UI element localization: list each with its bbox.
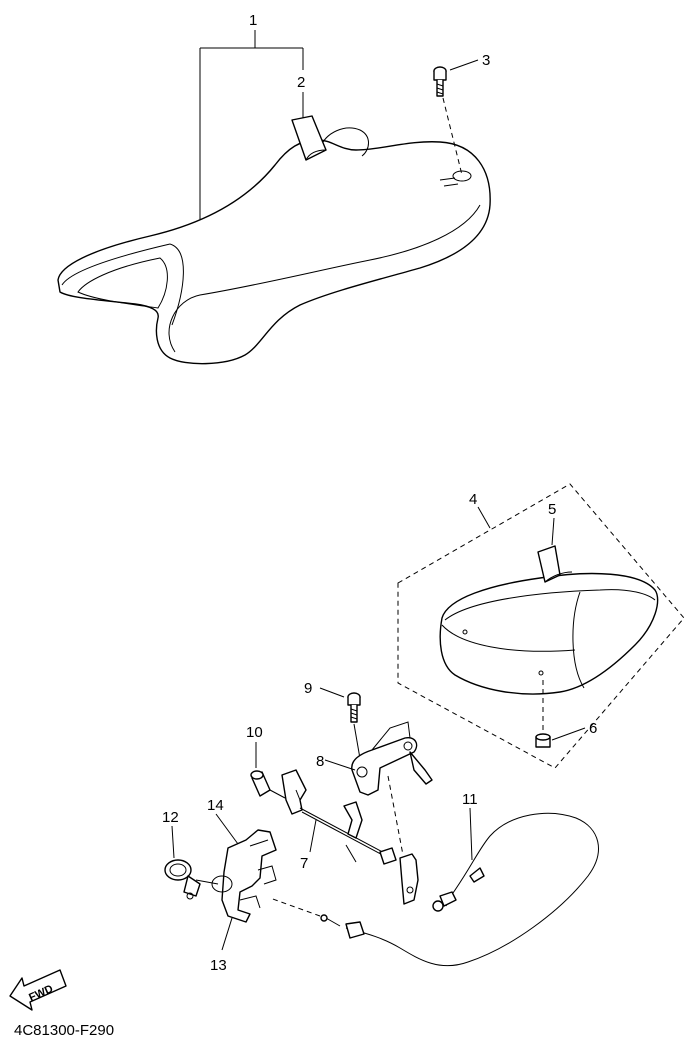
callout-2: 2 [297,74,305,91]
leader-9 [319,687,345,698]
callout-14: 14 [207,797,224,814]
callout-13: 13 [210,957,227,974]
callout-6: 6 [589,720,597,737]
assembly-boundary [397,483,685,769]
leader-4 [477,506,491,529]
drawing-code: 4C81300-F290 [14,1022,114,1039]
seat-tab [291,115,327,161]
passenger-seat [439,572,659,695]
collar-axis [269,789,286,799]
leader-13 [221,917,233,951]
callout-10: 10 [246,724,263,741]
key-cylinder [164,859,201,900]
key-axis [195,879,219,885]
passenger-seat-tab [537,545,573,583]
leader-11 [469,807,473,861]
leader-3 [449,59,479,71]
callout-5: 5 [548,501,556,518]
leader-12 [171,825,175,859]
leader-8 [324,759,356,771]
callout-12: 12 [162,809,179,826]
lock-rod [281,769,419,905]
callout-9: 9 [304,680,312,697]
leader-6 [551,727,586,741]
leader-5 [551,517,555,546]
seat-bolt [433,66,447,97]
callout-8: 8 [316,753,324,770]
passenger-seat-nut [535,733,551,748]
callout-7: 7 [300,855,308,872]
leader-1 [199,30,304,220]
callout-4: 4 [469,491,477,508]
callout-11: 11 [462,791,478,808]
callout-1: 1 [249,12,257,29]
rider-seat [57,127,491,365]
leader-7 [309,819,317,853]
bolt-install-line [442,97,463,176]
seat-bolt-hole [439,170,472,187]
callout-3: 3 [482,52,490,69]
lock-bracket [351,721,433,796]
lock-holder [211,829,277,923]
seat-lock-cable [269,812,599,967]
forward-arrow-icon: FWD [9,969,67,1011]
lock-bracket-bolt [347,692,361,723]
leader-14 [215,813,239,845]
collar [250,770,271,797]
